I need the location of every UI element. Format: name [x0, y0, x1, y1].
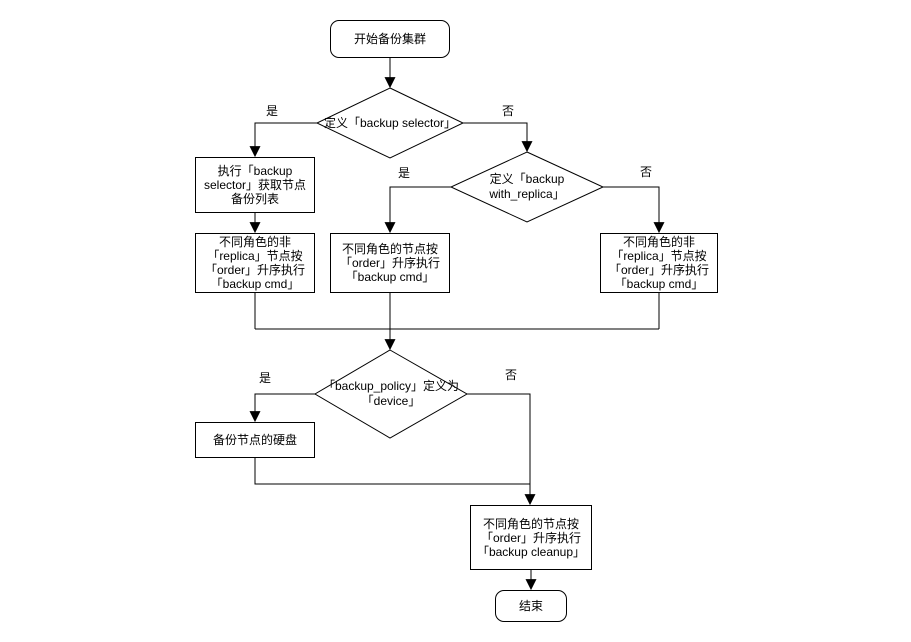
process-all-roles-backup-cmd-label: 不同角色的节点按「order」升序执行「backup cmd」 [339, 242, 440, 284]
decision-diamond-backup-with-replica [449, 151, 605, 223]
process-nonreplica-backup-cmd-left-label: 不同角色的非「replica」节点按「order」升序执行「backup cmd… [204, 235, 305, 291]
edge-d1-no [463, 122, 533, 153]
decision-backup-policy-device-label: 「backup_policy」定义为「device」 [322, 379, 460, 408]
edge-disk-join [254, 458, 530, 485]
process-backup-cleanup-label: 不同角色的节点按「order」升序执行「backup cleanup」 [476, 516, 586, 559]
edge-label-d1-no: 否 [497, 104, 519, 118]
process-backup-cleanup: 不同角色的节点按「order」升序执行「backup cleanup」 [470, 505, 592, 570]
edge-d1-yes [249, 122, 317, 158]
process-backup-node-disk-label: 备份节点的硬盘 [212, 433, 297, 447]
process-backup-node-disk: 备份节点的硬盘 [195, 422, 315, 458]
process-exec-backup-selector: 执行「backup selector」获取节点备份列表 [195, 157, 315, 213]
edge-label-d2-no: 否 [635, 165, 657, 179]
end-node-label: 结束 [518, 599, 543, 613]
edge-d3-no [467, 393, 536, 506]
edge-d2-yes [384, 186, 451, 234]
edge-label-d2-yes: 是 [393, 166, 415, 180]
start-node: 开始备份集群 [330, 20, 450, 58]
edge-label-d1-yes: 是 [261, 104, 283, 118]
decision-diamond-backup-policy-device [314, 349, 469, 439]
process-nonreplica-backup-cmd-right: 不同角色的非「replica」节点按「order」升序执行「backup cmd… [600, 233, 718, 293]
process-all-roles-backup-cmd: 不同角色的节点按「order」升序执行「backup cmd」 [330, 233, 450, 293]
process-nonreplica-backup-cmd-right-label: 不同角色的非「replica」节点按「order」升序执行「backup cmd… [608, 235, 709, 291]
decision-backup-with-replica-label: 定义「backup with_replica」 [489, 172, 565, 201]
edge-d3-yes [249, 393, 315, 423]
edge-label-d3-yes: 是 [254, 371, 276, 385]
process-exec-backup-selector-label: 执行「backup selector」获取节点备份列表 [203, 164, 307, 206]
edge-label-d3-no: 否 [500, 368, 522, 382]
start-node-label: 开始备份集群 [353, 32, 426, 46]
decision-backup-selector-label: 定义「backup selector」 [323, 115, 457, 130]
process-nonreplica-backup-cmd-left: 不同角色的非「replica」节点按「order」升序执行「backup cmd… [195, 233, 315, 293]
end-node: 结束 [495, 590, 567, 622]
edge-d2-no [603, 186, 665, 234]
decision-diamond-backup-selector [315, 87, 465, 159]
